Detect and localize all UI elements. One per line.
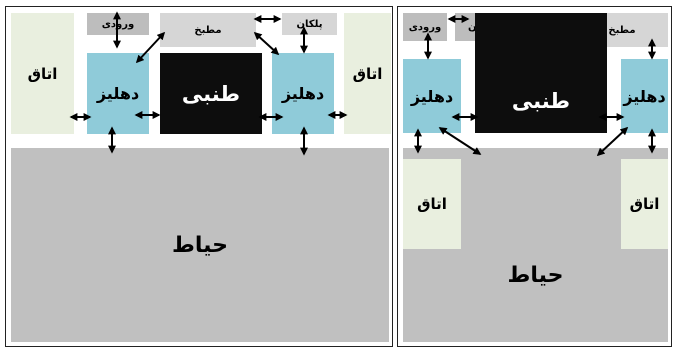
hallway-label-right: دهلیز xyxy=(623,86,666,106)
hallway-block-right: دهلیز xyxy=(621,59,668,133)
entrance-block: ورودی xyxy=(403,13,447,41)
hallway-block-left: دهلیز xyxy=(403,59,461,133)
tanabi-label: طنبی xyxy=(511,89,571,113)
yard-block: حیاط xyxy=(11,148,389,342)
room-label-left: اتاق xyxy=(417,195,447,213)
room-block-left: اتاق xyxy=(11,13,74,134)
room-block-right: اتاق xyxy=(344,13,391,134)
hallway-label-left: دهلیز xyxy=(96,84,140,103)
hallway-label-right: دهلیز xyxy=(281,84,325,103)
kitchen-label: مطبخ xyxy=(608,24,636,36)
plan-panel-left: حیاط اتاق اتاق ورودی مطبخ پلکان دهلیز طن… xyxy=(5,6,393,347)
tanabi-label: طنبی xyxy=(181,81,241,106)
tanabi-block: طنبی xyxy=(160,53,262,134)
room-label-left: اتاق xyxy=(27,64,58,83)
hallway-label-left: دهلیز xyxy=(410,86,454,106)
stairs-label: پلکان xyxy=(296,18,323,30)
yard-label: حیاط xyxy=(172,232,228,258)
room-label-right: اتاق xyxy=(629,195,660,213)
yard-label: حیاط xyxy=(507,262,564,288)
entrance-block: ورودی xyxy=(87,13,149,35)
hallway-block-right: دهلیز xyxy=(272,53,334,134)
plan-panel-right: حیاط ورودی پلکان مطبخ طنبی دهلیز دهلیز ا… xyxy=(397,6,672,347)
kitchen-block: مطبخ xyxy=(160,13,256,47)
room-block-right: اتاق xyxy=(621,159,668,249)
room-block-left: اتاق xyxy=(403,159,461,249)
entrance-label: ورودی xyxy=(408,21,442,33)
stairs-block: پلکان xyxy=(282,13,337,35)
room-label-right: اتاق xyxy=(352,64,383,83)
hallway-block-left: دهلیز xyxy=(87,53,149,134)
entrance-label: ورودی xyxy=(101,18,135,30)
tanabi-block: طنبی xyxy=(475,13,607,133)
kitchen-label: مطبخ xyxy=(194,24,222,36)
